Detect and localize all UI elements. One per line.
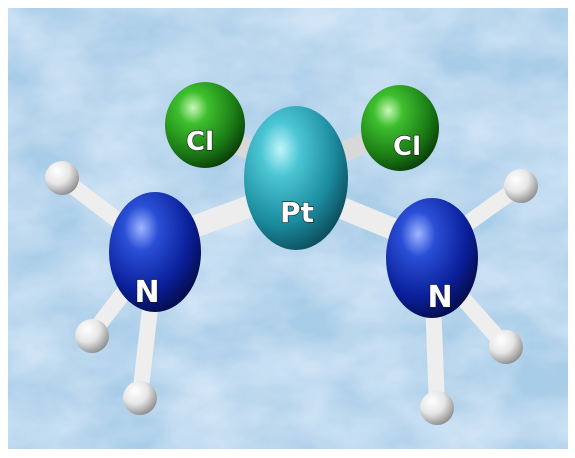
hydrogen-atom <box>75 319 109 353</box>
chlorine-right-label: Cl <box>393 132 421 162</box>
hydrogen-atom <box>420 391 454 425</box>
platinum-label: Pt <box>280 196 314 229</box>
nitrogen-left-label: N <box>134 275 159 310</box>
chlorine-left-label: Cl <box>186 127 214 157</box>
chlorine-atom-right: Cl <box>361 85 439 171</box>
hydrogen-atom <box>45 161 79 195</box>
nitrogen-right-label: N <box>427 280 452 315</box>
nitrogen-atom-right: N <box>386 198 478 318</box>
hydrogen-atom <box>489 330 523 364</box>
hydrogen-atoms <box>45 161 538 425</box>
hydrogen-atom <box>504 169 538 203</box>
platinum-atom: Pt <box>244 106 348 250</box>
nitrogen-atom-left: N <box>109 192 201 312</box>
chlorine-atom-left: Cl <box>165 82 245 168</box>
hydrogen-atom <box>123 381 157 415</box>
